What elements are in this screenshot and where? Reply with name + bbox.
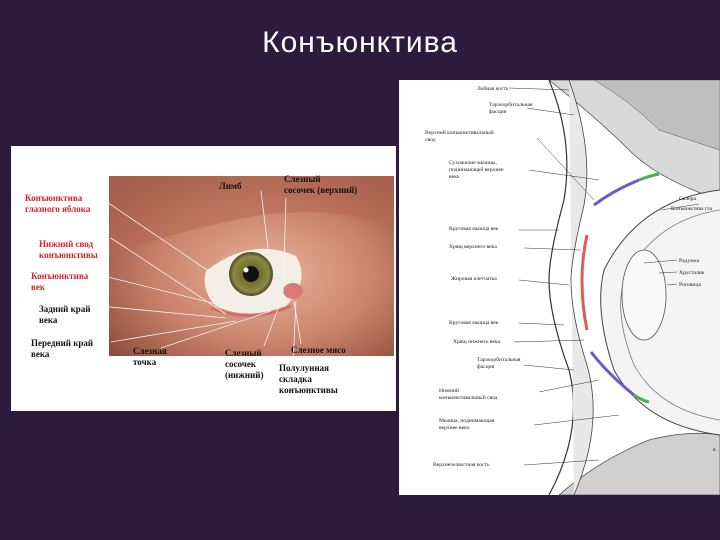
section-leader-lines <box>508 87 700 466</box>
label-lower-tarsus: Хрящ нижнего века <box>453 339 501 345</box>
label-upper-conj-fornix-2: свод <box>425 137 436 143</box>
label-maxillary-bone: Верхнечелюстная кость <box>433 462 490 468</box>
lower-lid-margin <box>210 304 292 317</box>
label-posterior-edge-1: Задний край <box>39 304 91 314</box>
label-posterior-edge-2: века <box>39 315 58 325</box>
caruncle-shape <box>283 283 303 299</box>
leader-lines <box>78 190 302 365</box>
slide-title: Конъюнктива <box>262 26 458 59</box>
label-fat-tissue: Жировая клетчатка <box>451 276 497 282</box>
label-tarsoorbital-lower-1: Тарзоорбитальная <box>477 356 521 363</box>
label-lower-conj-fornix-2: конъюнктивальный свод <box>439 394 498 401</box>
eye-photo-svg: Конъюнктива глазного яблока Нижний свод … <box>25 174 394 395</box>
label-upper-tarsus: Хрящ верхнего века <box>449 244 497 250</box>
label-conj-lid-1: Конъюнктива <box>31 271 89 281</box>
label-upper-punctum-1: Слезный <box>284 174 321 184</box>
bone-texture <box>593 80 720 151</box>
label-lacrimal-point-1: Слезная <box>133 346 167 356</box>
label-conj-globe: Конъюнктива гла <box>671 206 713 212</box>
section-svg: Лобная кость Тарзоорбитальная фасция Вер… <box>425 80 720 495</box>
upper-lid-shade <box>109 176 394 256</box>
label-anterior-edge-1: Передний край <box>31 338 93 348</box>
label-lower-punctum-3: (нижний) <box>225 370 263 380</box>
label-lower-fornix-2: конъюнктивы <box>39 250 98 260</box>
label-levator-muscle-2: верхнее веко <box>439 425 470 431</box>
label-semilunar-3: конъюнктивы <box>279 385 338 395</box>
label-conj-globe-1: Конъюнктива <box>25 193 83 203</box>
label-sclera: Склера <box>679 196 697 202</box>
label-tarsoorbital-fascia-1: Тарзоорбитальная <box>489 101 533 108</box>
label-lens: Хрусталик <box>679 270 705 276</box>
label-conj-lid-2: век <box>31 282 46 292</box>
label-orbicularis-lower: Круговая мышца век <box>449 320 499 326</box>
eye-highlight <box>243 267 249 273</box>
label-lower-punctum-1: Слезный <box>225 348 262 358</box>
section-diagram: Лобная кость Тарзоорбитальная фасция Вер… <box>399 80 720 495</box>
label-tarsoorbital-fascia-2: фасция <box>489 108 507 115</box>
label-conj-globe-2: глазного яблока <box>25 204 91 214</box>
label-semilunar-1: Полулунная <box>279 363 329 373</box>
bulbar-conj-green-lower <box>633 393 650 404</box>
label-anterior-edge-2: века <box>31 349 50 359</box>
lower-fornix-purple <box>589 351 635 397</box>
label-levator-tendon-1: Сухожилие мышцы, <box>449 160 498 166</box>
label-levator-tendon-3: веко <box>449 174 460 180</box>
label-lower-conj-fornix-1: Нижний <box>439 387 459 394</box>
label-lower-fornix-1: Нижний свод <box>39 239 94 249</box>
bulbar-conj-green-upper <box>638 172 660 182</box>
label-upper-conj-fornix-1: Верхний конъюнктивальный <box>425 129 494 136</box>
label-limb: Лимб <box>219 181 242 191</box>
label-frontal-bone: Лобная кость <box>477 85 509 92</box>
label-levator-muscle-1: Мышца, поднимающая <box>439 418 495 424</box>
label-upper-punctum-2: сосочек (верхний) <box>284 185 357 195</box>
lid-inner <box>568 80 594 495</box>
label-lacrimal-point-2: точка <box>133 357 157 367</box>
upper-fornix-purple <box>593 178 640 207</box>
lens-shape <box>621 249 667 341</box>
label-lower-punctum-2: сосочек <box>225 359 257 369</box>
label-iris: Радужка <box>679 258 700 264</box>
label-caruncle: Слезное мясо <box>291 345 346 355</box>
label-levator-tendon-2: поднимающей верхнее <box>449 166 504 173</box>
label-orbicularis-upper: Круговая мышца век <box>449 226 499 232</box>
label-edge-b: в <box>713 447 716 453</box>
label-semilunar-2: складка <box>279 374 312 384</box>
label-tarsoorbital-lower-2: фасция <box>477 363 495 370</box>
label-cornea: Роговица <box>679 282 701 288</box>
tarsal-conj-red <box>580 234 589 331</box>
globe-inner <box>620 209 720 421</box>
eye-photo-diagram: Конъюнктива глазного яблока Нижний свод … <box>11 146 396 411</box>
